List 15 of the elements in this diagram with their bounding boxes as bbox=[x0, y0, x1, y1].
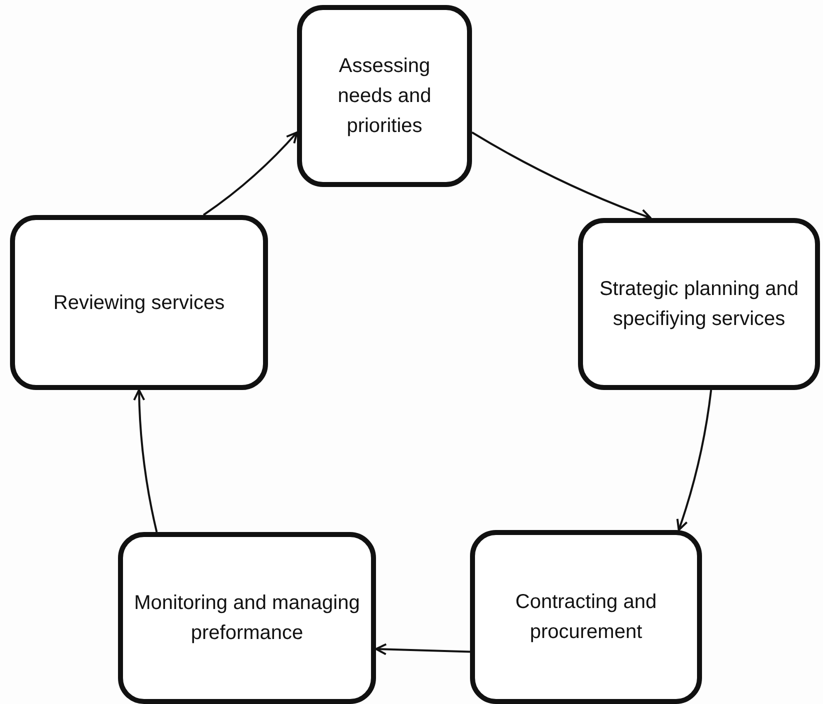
step-label: Strategic planning and specifiying services bbox=[598, 277, 800, 332]
process-box bbox=[297, 5, 472, 187]
process-box bbox=[118, 532, 376, 704]
arrow bbox=[471, 132, 652, 220]
arrow bbox=[375, 643, 470, 656]
step-label: Assessing needs and priorities bbox=[336, 54, 432, 139]
arrow bbox=[133, 389, 158, 532]
arrow bbox=[202, 131, 298, 216]
process-box bbox=[470, 530, 702, 704]
step-label: Contracting and procurement bbox=[514, 590, 658, 645]
process-box bbox=[578, 218, 820, 390]
step-label: Reviewing services bbox=[53, 290, 225, 316]
arrow bbox=[676, 390, 712, 531]
process-box bbox=[10, 215, 268, 390]
step-label: Monitoring and managing preformance bbox=[133, 591, 361, 646]
